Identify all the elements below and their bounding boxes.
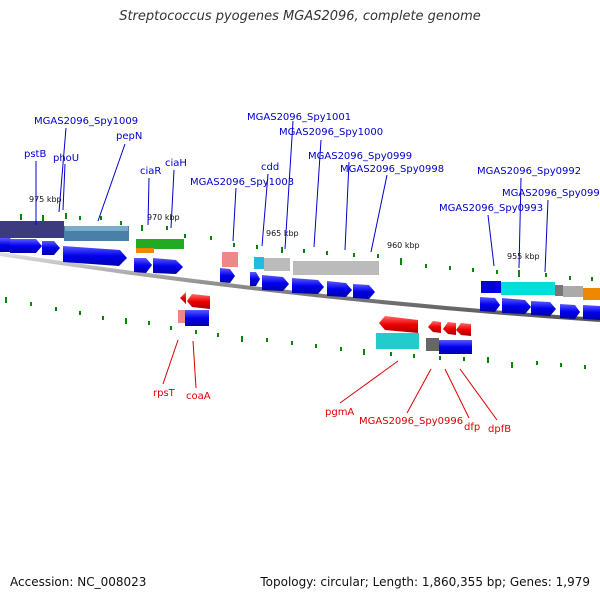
gene-label-MGAS2096-Spy1003[interactable]: MGAS2096_Spy1003 [190, 177, 294, 188]
feature-bar [293, 261, 379, 275]
feature-bar [501, 282, 555, 295]
gene-label-MGAS2096-Spy1001[interactable]: MGAS2096_Spy1001 [247, 112, 351, 123]
cds-arrow-forward[interactable] [42, 241, 60, 255]
feature-bar [136, 248, 154, 253]
cds-arrow-forward[interactable] [134, 258, 152, 273]
gene-label-MGAS2096-Spy0991[interactable]: MGAS2096_Spy0991 [502, 188, 600, 199]
gene-label-MGAS2096-Spy1009[interactable]: MGAS2096_Spy1009 [34, 116, 138, 127]
feature-bar [439, 340, 472, 354]
gene-label-ciaR[interactable]: ciaR [140, 166, 161, 177]
cds-arrow-forward[interactable] [10, 239, 42, 253]
feature-bar [0, 221, 64, 238]
cds-arrow-forward[interactable] [502, 298, 531, 314]
gene-label-pepN[interactable]: pepN [116, 131, 142, 142]
cds-arrow-forward[interactable] [583, 305, 600, 320]
cds-arrow-forward[interactable] [63, 246, 127, 266]
gene-label-pstB[interactable]: pstB [24, 149, 46, 160]
cds-arrow-reverse[interactable] [187, 294, 210, 309]
kbp-label-965: 965 kbp [266, 229, 299, 238]
feature-bar [481, 281, 501, 293]
gene-label-dfp[interactable]: dfp [464, 422, 480, 433]
gene-label-dpfB[interactable]: dpfB [488, 424, 511, 435]
kbp-label-960: 960 kbp [387, 241, 420, 250]
cds-arrow-forward[interactable] [153, 258, 183, 274]
reverse-leader-lines [162, 339, 498, 421]
gene-label-rpsT[interactable]: rpsT [153, 388, 176, 399]
feature-bar [264, 258, 290, 271]
feature-bar [185, 310, 209, 326]
forward-gene-labels: pstB MGAS2096_Spy1009 phoU pepN ciaR cia… [24, 112, 600, 214]
gene-label-pgmA[interactable]: pgmA [325, 407, 354, 418]
genome-title: Streptococcus pyogenes MGAS2096, complet… [119, 9, 481, 24]
feature-bar [136, 239, 184, 249]
gene-label-phoU[interactable]: phoU [53, 153, 79, 164]
kbp-label-955: 955 kbp [507, 252, 540, 261]
gene-label-MGAS2096-Spy1000[interactable]: MGAS2096_Spy1000 [279, 127, 383, 138]
cds-arrow-forward[interactable] [353, 284, 375, 299]
gene-label-MGAS2096-Spy0999[interactable]: MGAS2096_Spy0999 [308, 151, 412, 162]
cds-arrow-forward[interactable] [327, 281, 352, 297]
tick-marks-lower [5, 297, 586, 369]
feature-bar [555, 285, 563, 296]
feature-bar [254, 257, 264, 269]
gene-label-MGAS2096-Spy0992[interactable]: MGAS2096_Spy0992 [477, 166, 581, 177]
gene-label-ciaH[interactable]: ciaH [165, 158, 187, 169]
reverse-cds-track [178, 292, 472, 354]
cds-arrow-reverse[interactable] [428, 321, 441, 333]
cds-arrow-forward[interactable] [560, 304, 580, 319]
feature-bar [563, 286, 583, 297]
genome-summary-text: Topology: circular; Length: 1,860,355 bp… [260, 575, 590, 589]
feature-bar [583, 288, 600, 300]
cds-arrow-reverse[interactable] [180, 292, 186, 304]
cds-arrow-reverse[interactable] [443, 322, 456, 335]
feature-track [0, 221, 600, 300]
gene-label-MGAS2096-Spy0996[interactable]: MGAS2096_Spy0996 [359, 416, 463, 427]
forward-leader-lines [35, 120, 549, 273]
feature-bar [65, 226, 128, 231]
cds-arrow-reverse[interactable] [379, 316, 418, 333]
cds-arrow-reverse[interactable] [456, 323, 471, 336]
cds-arrow-forward[interactable] [220, 268, 235, 283]
feature-bar [376, 333, 419, 349]
cds-arrow-forward[interactable] [480, 297, 500, 312]
gene-label-cdd[interactable]: cdd [261, 162, 279, 173]
accession-text: Accession: NC_008023 [10, 575, 147, 589]
forward-cds-track [0, 238, 600, 320]
reverse-gene-labels: rpsT coaA pgmA MGAS2096_Spy0996 dfp dpfB [153, 388, 511, 435]
gene-label-MGAS2096-Spy0993[interactable]: MGAS2096_Spy0993 [439, 203, 543, 214]
feature-bar [426, 338, 439, 351]
kbp-label-975: 975 kbp [29, 195, 62, 204]
gene-label-MGAS2096-Spy0998[interactable]: MGAS2096_Spy0998 [340, 164, 444, 175]
feature-bar [178, 310, 185, 323]
gene-label-coaA[interactable]: coaA [186, 391, 211, 402]
cds-arrow-forward[interactable] [262, 275, 289, 291]
cds-arrow-forward[interactable] [292, 278, 324, 294]
cds-arrow-forward[interactable] [250, 272, 260, 286]
tick-marks-upper [7, 213, 593, 281]
feature-bar [222, 252, 238, 267]
genome-backbone [0, 252, 600, 322]
cds-arrow-forward[interactable] [531, 301, 556, 316]
kbp-label-970: 970 kbp [147, 213, 180, 222]
